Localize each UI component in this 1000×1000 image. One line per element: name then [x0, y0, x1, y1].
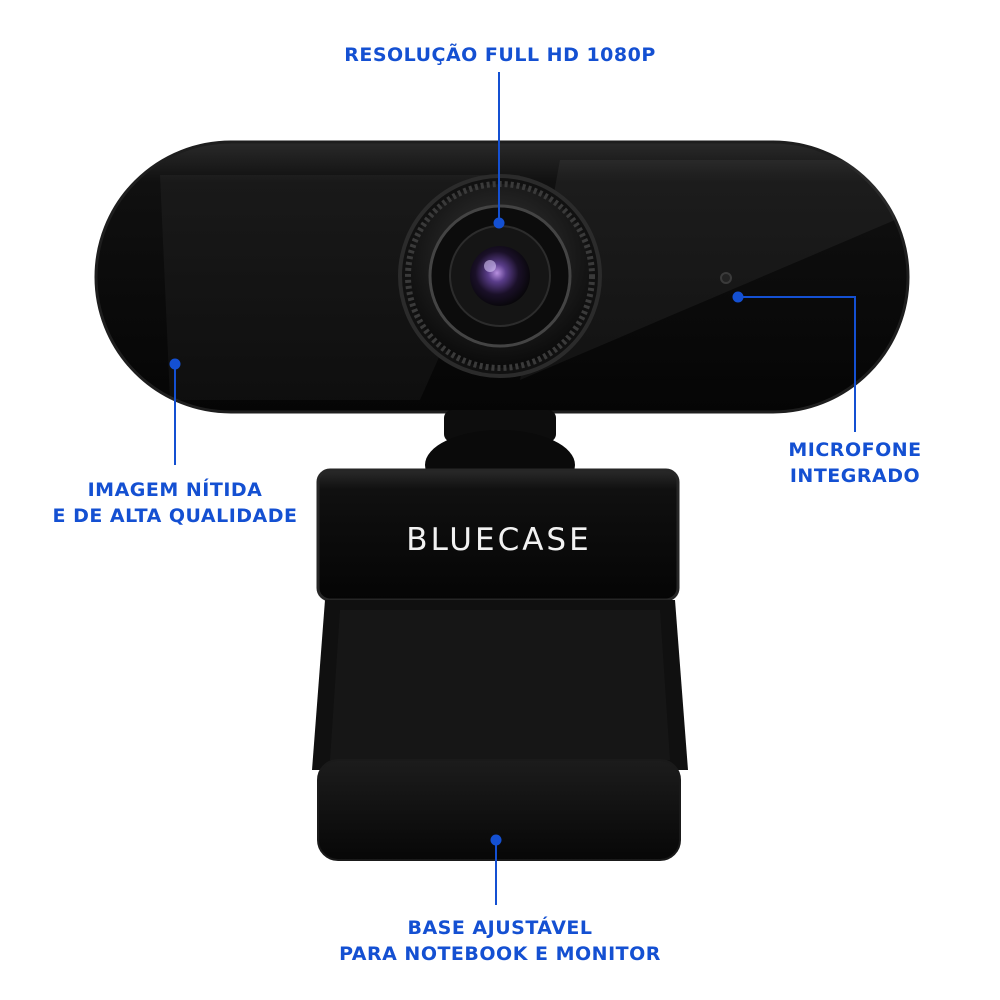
- callout-base-line2: PARA NOTEBOOK E MONITOR: [339, 943, 661, 965]
- callout-base: BASE AJUSTÁVEL PARA NOTEBOOK E MONITOR: [290, 915, 710, 967]
- callout-image-quality-line1: IMAGEM NÍTIDA: [87, 479, 263, 501]
- adjustable-base: [312, 600, 688, 861]
- lens-icon: [398, 174, 602, 378]
- callout-resolution-line1: RESOLUÇÃO FULL HD 1080P: [344, 44, 656, 66]
- callout-base-line1: BASE AJUSTÁVEL: [407, 917, 593, 939]
- callout-lines: [174, 72, 856, 905]
- microphone-icon: [720, 272, 732, 284]
- callout-microphone: MICROFONE INTEGRADO: [760, 437, 950, 489]
- callout-resolution: RESOLUÇÃO FULL HD 1080P: [300, 42, 700, 68]
- callout-microphone-line1: MICROFONE: [788, 439, 922, 461]
- callout-microphone-line2: INTEGRADO: [789, 465, 921, 487]
- callout-dots: [169, 217, 744, 846]
- callout-image-quality-line2: E DE ALTA QUALIDADE: [52, 505, 298, 527]
- callout-image-quality: IMAGEM NÍTIDA E DE ALTA QUALIDADE: [40, 477, 310, 529]
- brand-logo: BLUECASE: [406, 522, 592, 558]
